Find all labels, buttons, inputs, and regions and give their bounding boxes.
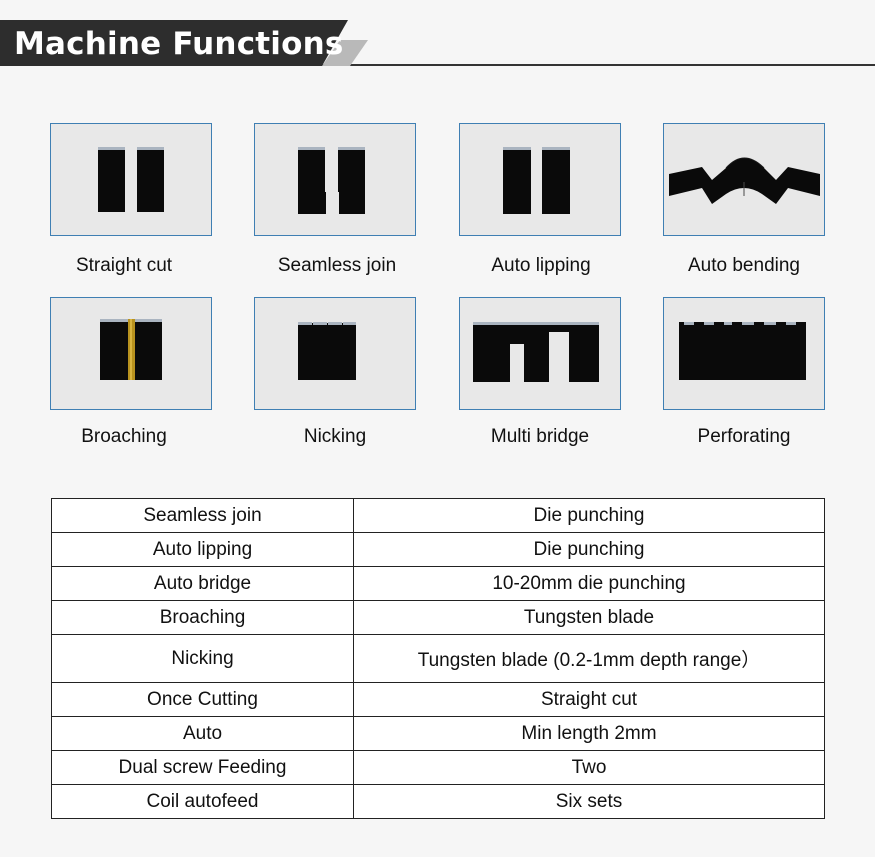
- multi-bridge-icon: [473, 322, 599, 382]
- straight-cut-tile: [50, 123, 212, 236]
- table-row: Auto Min length 2mm: [51, 716, 825, 751]
- perforating-label: Perforating: [697, 426, 791, 447]
- straight-cut-label: Straight cut: [75, 255, 173, 276]
- broaching-tile: [50, 297, 212, 410]
- nicking-label: Nicking: [303, 426, 367, 447]
- feature-cell: Dual screw Feeding: [51, 750, 354, 785]
- page-title: Machine Functions: [14, 26, 344, 62]
- table-row: Coil autofeed Six sets: [51, 784, 825, 819]
- feature-cell: Seamless join: [51, 498, 354, 533]
- table-row: Broaching Tungsten blade: [51, 600, 825, 635]
- header-banner: [0, 20, 348, 66]
- header-rule: [0, 64, 875, 66]
- nicking-tile: [254, 297, 416, 410]
- multi-bridge-tile: [459, 297, 621, 410]
- table-row: Nicking Tungsten blade (0.2-1mm depth ra…: [51, 634, 825, 683]
- feature-cell: Auto lipping: [51, 532, 354, 567]
- perforating-icon: [679, 322, 806, 380]
- detail-cell: Min length 2mm: [353, 716, 825, 751]
- auto-lipping-label: Auto lipping: [491, 255, 591, 276]
- detail-cell: Die punching: [353, 498, 825, 533]
- auto-bending-tile: [663, 123, 825, 236]
- feature-cell: Coil autofeed: [51, 784, 354, 819]
- table-row: Once Cutting Straight cut: [51, 682, 825, 717]
- auto-lipping-icon: [503, 147, 570, 214]
- straight-cut-icon: [98, 147, 164, 212]
- broaching-icon: [100, 319, 162, 380]
- auto-bending-label: Auto bending: [688, 255, 800, 276]
- table-row: Seamless join Die punching: [51, 498, 825, 533]
- detail-cell: 10-20mm die punching: [353, 566, 825, 601]
- seamless-join-icon: [298, 147, 365, 214]
- feature-cell: Auto bridge: [51, 566, 354, 601]
- detail-cell: Tungsten blade: [353, 600, 825, 635]
- auto-lipping-tile: [459, 123, 621, 236]
- feature-cell: Broaching: [51, 600, 354, 635]
- table-row: Dual screw Feeding Two: [51, 750, 825, 785]
- broaching-label: Broaching: [81, 426, 167, 447]
- detail-cell: Six sets: [353, 784, 825, 819]
- multi-bridge-label: Multi bridge: [490, 426, 590, 447]
- nicking-icon: [298, 322, 356, 380]
- seamless-join-tile: [254, 123, 416, 236]
- feature-cell: Nicking: [51, 634, 354, 683]
- section-header: Machine Functions: [0, 20, 875, 66]
- detail-cell: Two: [353, 750, 825, 785]
- feature-cell: Once Cutting: [51, 682, 354, 717]
- feature-cell: Auto: [51, 716, 354, 751]
- perforating-tile: [663, 297, 825, 410]
- table-row: Auto lipping Die punching: [51, 532, 825, 567]
- detail-cell: Tungsten blade (0.2-1mm depth range）: [353, 634, 825, 683]
- spec-table: Seamless join Die punching Auto lipping …: [51, 498, 825, 819]
- detail-cell: Die punching: [353, 532, 825, 567]
- seamless-join-label: Seamless join: [277, 255, 397, 276]
- detail-cell: Straight cut: [353, 682, 825, 717]
- table-row: Auto bridge 10-20mm die punching: [51, 566, 825, 601]
- auto-bending-icon: [669, 157, 820, 204]
